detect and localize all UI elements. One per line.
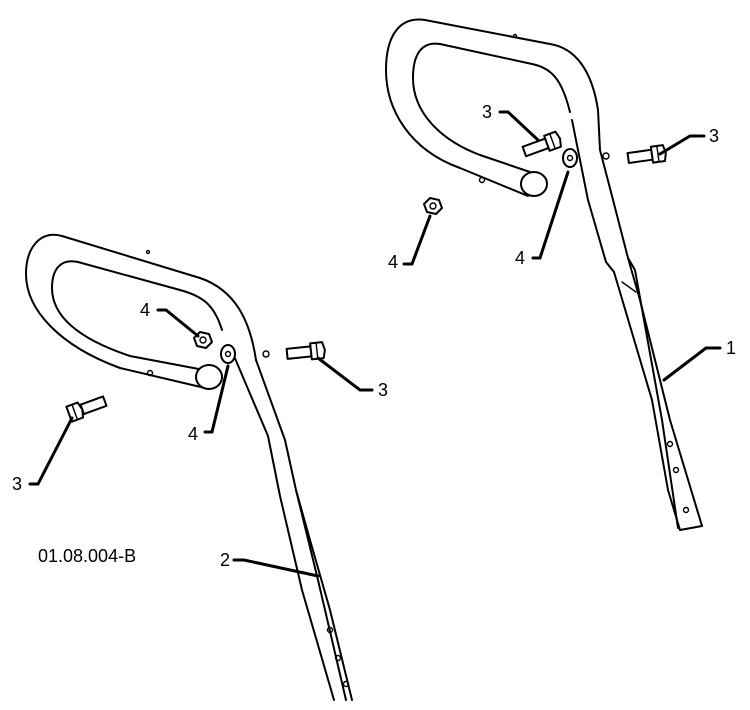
bolt-lower-right: [285, 341, 326, 361]
bolt-upper-right: [626, 144, 667, 165]
mount-hole: [146, 369, 154, 377]
bolt-upper-center: [521, 130, 562, 158]
mount-hole: [334, 654, 342, 662]
nut-upper-left: [423, 197, 443, 215]
callout-part-1: 1: [726, 338, 736, 358]
callout-part-2: 2: [220, 550, 230, 570]
mount-hole: [682, 506, 690, 514]
callout-washer-lower-center: 4: [188, 424, 198, 444]
callout-bolt-upper-right: 3: [709, 126, 719, 146]
callout-bolt-lower-left: 3: [12, 474, 22, 494]
callout-nut-upper-left: 4: [388, 252, 398, 272]
washer-lower-center: [220, 344, 236, 364]
mount-hole: [342, 680, 350, 688]
mount-hole: [666, 440, 674, 448]
handle-part-2: [25, 233, 353, 701]
mount-hole: [326, 626, 334, 634]
callout-bolt-upper-center: 3: [482, 102, 492, 122]
washer-upper-right: [562, 148, 578, 168]
tube-end-opening: [520, 171, 548, 197]
mount-hole: [262, 350, 270, 358]
leader-lines: [28, 110, 722, 578]
callout-washer-upper-right: 4: [515, 248, 525, 268]
bolt-lower-left: [65, 395, 108, 423]
drawing-code: 01.08.004-B: [38, 546, 136, 566]
callout-nut-lower-center: 4: [140, 300, 150, 320]
handle-part-1: [385, 18, 703, 531]
mount-hole: [512, 33, 518, 39]
mount-hole: [478, 176, 486, 184]
tube-end-opening: [195, 364, 223, 390]
mount-hole: [602, 152, 610, 160]
mount-hole: [145, 249, 151, 255]
mount-hole: [672, 466, 680, 474]
callout-bolt-lower-right: 3: [378, 380, 388, 400]
